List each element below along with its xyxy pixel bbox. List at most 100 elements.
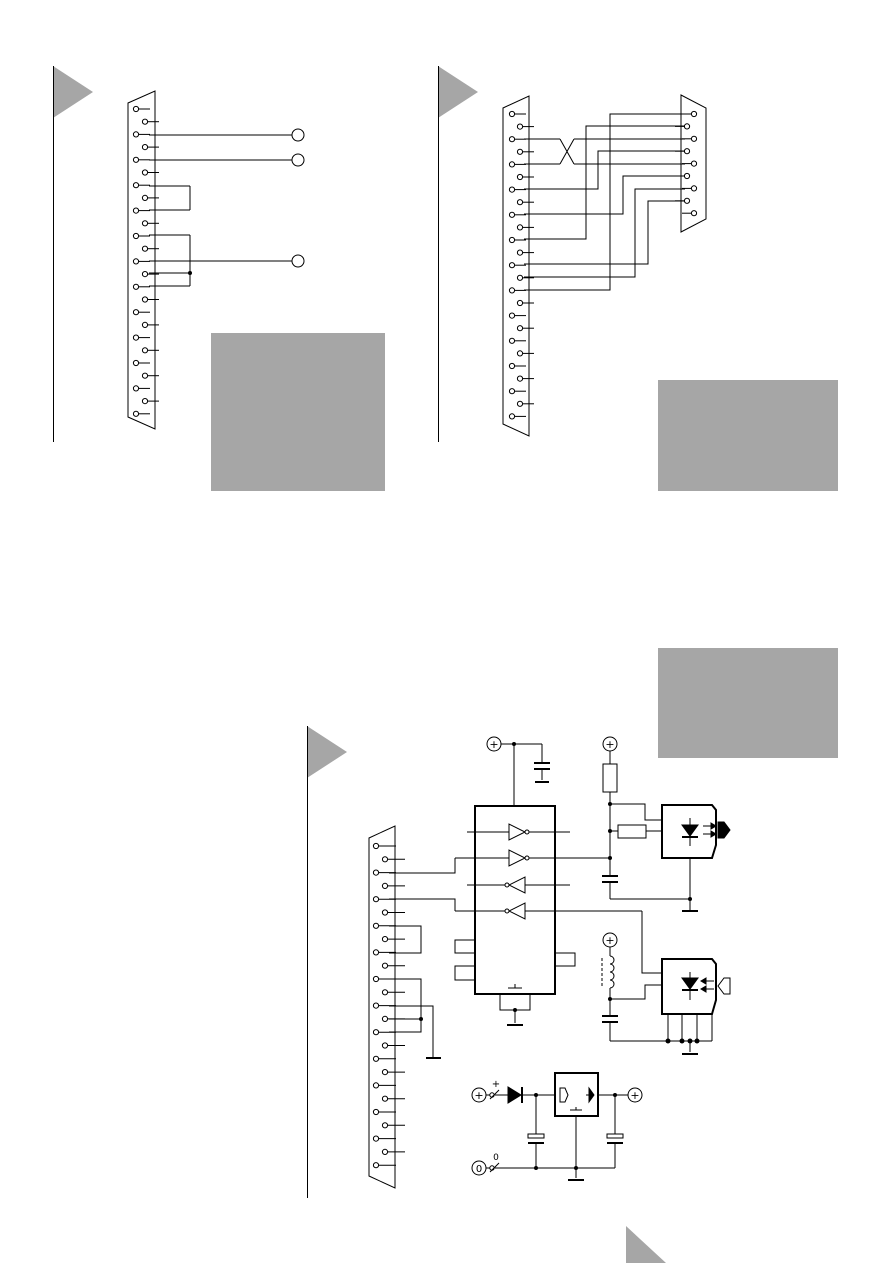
connector-pin: [372, 922, 380, 929]
connector-pin: [381, 989, 389, 996]
connector-pin: [132, 334, 140, 341]
connector-pin: [132, 385, 140, 392]
connector-pin: [516, 148, 524, 155]
figure1-loopback-plug: [53, 66, 305, 442]
connector-pin: [141, 321, 149, 328]
figure1-marker-icon: [53, 66, 93, 118]
connector-pin: [372, 896, 380, 903]
connector-pin: [141, 144, 149, 151]
connector-pin: [372, 1002, 380, 1009]
connector-pin: [141, 271, 149, 278]
connector-pin: [381, 1015, 389, 1023]
connector-pin: [372, 949, 380, 956]
connector-pin: [381, 1095, 389, 1102]
connector-pin: [141, 169, 149, 176]
connector-pin: [683, 123, 691, 130]
figure3-input-polarity-plus: +: [492, 1079, 500, 1090]
figure3-power-supply: + +: [471, 1072, 643, 1181]
connector-pin: [381, 962, 389, 969]
figure3-ir-transmitter-module: [661, 804, 717, 859]
connector-pin: [132, 359, 140, 367]
figure3-db25-connector: [368, 825, 396, 1189]
figure3-input-zero-label: 0: [476, 1164, 482, 1175]
connector-pin: [372, 1055, 380, 1062]
figure3-input-electrolytic-cap: [527, 1133, 545, 1139]
connector-pin: [516, 325, 524, 332]
connector-pin: [132, 283, 140, 290]
connector-pin: [132, 156, 140, 163]
connector-pin: [516, 350, 524, 357]
figure1-wires: [149, 128, 305, 287]
figure2-wires: [524, 113, 685, 291]
connector-pin: [141, 347, 149, 354]
figure3-marker-icon: [307, 726, 347, 778]
connector-pin: [381, 1122, 389, 1129]
connector-pin: [516, 123, 524, 130]
figure2-db9-connector: [680, 94, 707, 233]
connector-pin: [683, 172, 691, 180]
connector-pin: [132, 309, 140, 316]
connector-pin: [141, 220, 149, 227]
connector-pin: [516, 274, 524, 281]
connector-pin: [516, 375, 524, 382]
figure2-db25-connector: [502, 95, 530, 437]
connector-pin: [516, 199, 524, 206]
connector-pin: [381, 882, 389, 890]
connector-pin: [141, 398, 149, 405]
figure3-ir-in-icon: [717, 977, 731, 995]
connector-pin: [690, 210, 698, 217]
figure3-ir-receiver-module: [661, 958, 717, 1015]
connector-pin: [381, 1148, 389, 1156]
figure3-protection-diode: [507, 1086, 522, 1104]
connector-pin: [508, 287, 516, 294]
connector-pin: [508, 110, 516, 118]
figure3-choke-inductor: [609, 955, 615, 989]
connector-pin: [372, 975, 380, 983]
connector-pin: [141, 245, 149, 252]
connector-pin: [381, 936, 389, 943]
connector-pin: [381, 1042, 389, 1049]
figure3-line-driver-ic: [474, 805, 556, 995]
connector-pin: [372, 1135, 380, 1142]
connector-pin: [690, 135, 698, 142]
connector-pin: [372, 1162, 380, 1169]
figure3-caption-panel: [658, 648, 838, 758]
figure3-input-polarity-zero: 0: [493, 1153, 499, 1163]
connector-pin: [683, 197, 691, 204]
connector-pin: [508, 312, 516, 319]
figure1-pins: [132, 105, 159, 417]
figure3-ir-out-icon: [717, 821, 731, 839]
figure1-db25-connector: [127, 90, 156, 430]
figure3-supply-plus-1-label: +: [489, 738, 498, 751]
figure3-pullup-resistor: [602, 763, 618, 793]
connector-pin: [381, 856, 389, 863]
figure3-output-plus-terminal: [627, 1087, 643, 1103]
connector-pin: [508, 337, 516, 344]
connector-pin: [690, 160, 698, 167]
figure3-interface-circuit: +: [307, 726, 731, 1198]
connector-pin: [381, 1069, 389, 1076]
figure2-marker-icon: [438, 66, 478, 118]
connector-pin: [132, 232, 140, 240]
figure3-input-plus-label: +: [474, 1089, 483, 1102]
connector-pin: [132, 131, 140, 138]
connector-pin: [141, 118, 149, 125]
connector-pin: [508, 413, 516, 420]
connector-pin: [508, 136, 516, 143]
figure3-driver-buffers: [455, 823, 642, 920]
connector-pin: [516, 173, 524, 181]
connector-pin: [690, 185, 698, 192]
connector-pin: [508, 186, 516, 193]
connector-pin: [372, 842, 380, 850]
connector-pin: [508, 161, 516, 168]
figure3-series-resistor: [617, 824, 647, 839]
connector-pin: [508, 236, 516, 244]
connector-pin: [132, 258, 140, 265]
figure3-supply-plus-2-label: +: [605, 738, 614, 751]
connector-pin: [372, 1082, 380, 1089]
connector-pin: [372, 1029, 380, 1036]
figure2-adapter-cable: [438, 66, 707, 442]
figure3-output-plus-label: +: [630, 1089, 639, 1102]
